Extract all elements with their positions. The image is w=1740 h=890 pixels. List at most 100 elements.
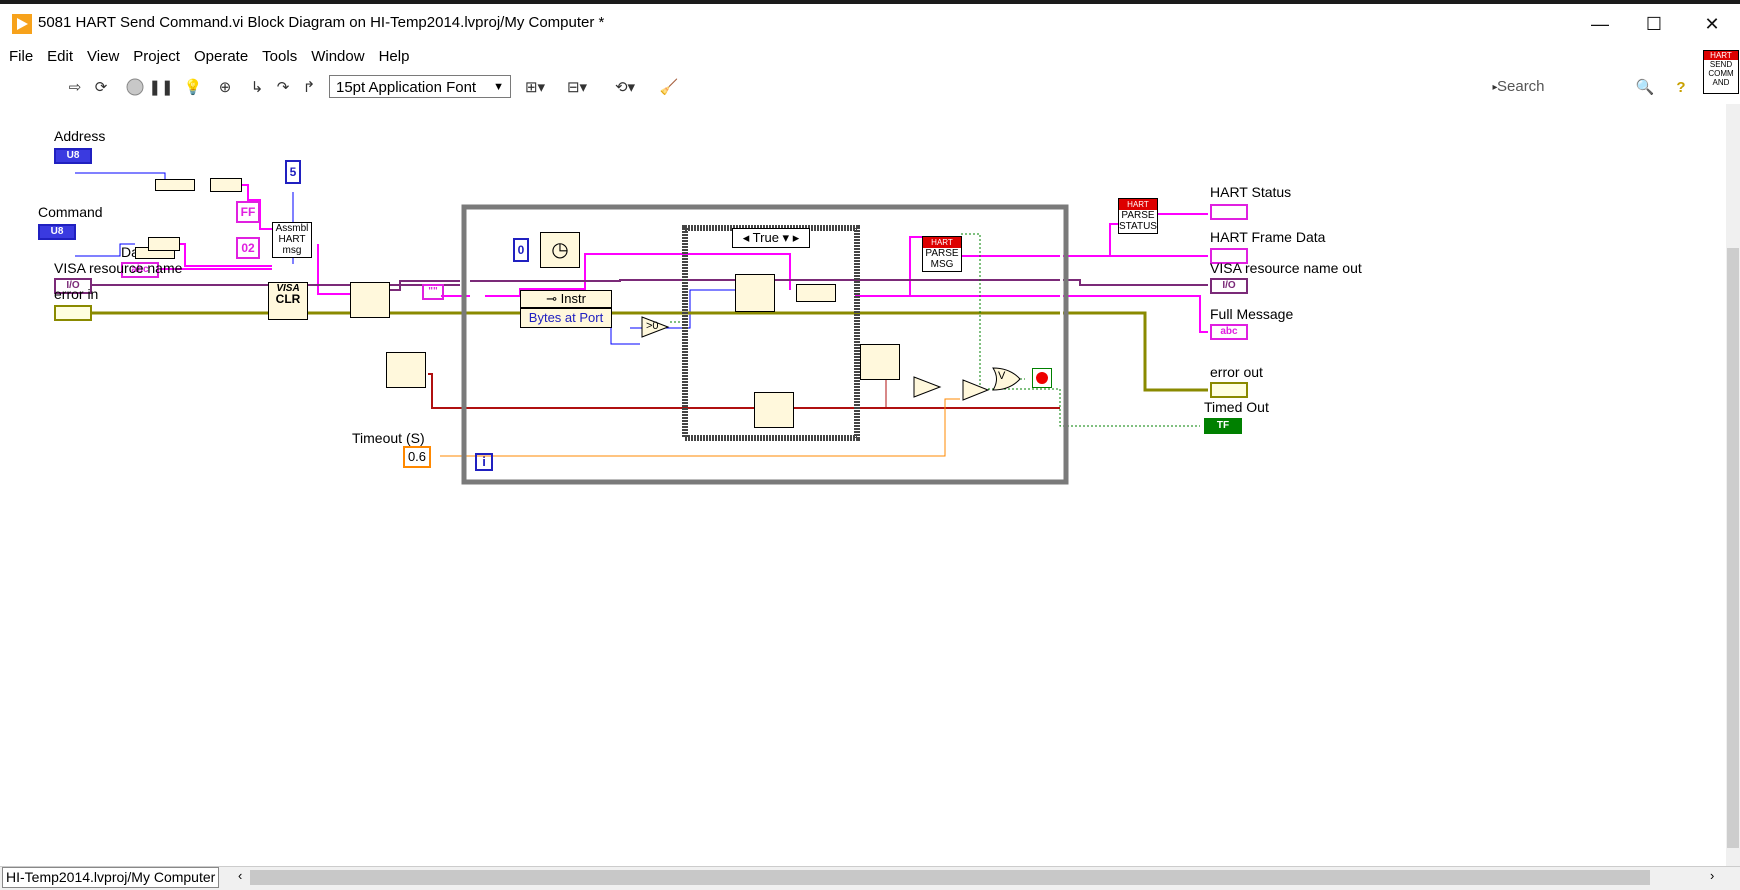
context-help-icon[interactable]: ? [1676,78,1686,96]
concatenate-strings-node[interactable] [796,284,836,302]
block-diagram-canvas[interactable]: Address U8 Command U8 Data abc VISA reso… [0,104,1726,866]
timed-out-indicator[interactable]: TF [1204,418,1242,434]
full-message-indicator[interactable]: abc [1210,324,1248,340]
hart-status-indicator[interactable] [1210,204,1248,220]
menu-edit[interactable]: Edit [47,48,74,65]
title-bar [0,0,1740,46]
address-terminal[interactable]: U8 [54,148,92,164]
chevron-down-icon: ▾ [782,230,790,245]
tick-count-node-2[interactable] [860,344,900,380]
timeout-constant[interactable]: 0.6 [403,446,431,468]
visa-resource-label: VISA resource name [54,260,183,276]
property-node-instr[interactable]: ⊸ Instr [520,290,612,308]
error-in-terminal[interactable] [54,305,92,321]
vi-icon-line: COMM [1708,69,1734,78]
loop-stop-terminal[interactable] [1032,368,1052,388]
empty-string-constant[interactable]: "" [422,284,444,300]
step-into-icon[interactable]: ↳ [250,79,264,96]
clock-icon: ◷ [551,239,569,261]
pause-icon[interactable]: ❚❚ [148,79,174,96]
minimize-button[interactable]: — [1591,13,1609,34]
vertical-scroll-thumb[interactable] [1727,248,1739,848]
highlight-execution-icon[interactable]: 💡 [183,79,203,96]
increment-case-icon: ▸ [792,230,800,245]
vi-icon-line: AND [1712,78,1730,87]
font-select-value: 15pt Application Font [336,79,477,96]
assemble-hart-msg-subvi[interactable]: Assmbl HART msg [272,222,312,258]
visa-resource-terminal[interactable]: I/O [54,278,92,294]
font-select[interactable]: 15pt Application Font ▼ [329,75,511,98]
distribute-objects-icon[interactable]: ⊟▾ [566,79,588,96]
search-icon[interactable]: 🔍 [1635,79,1655,96]
maximize-button[interactable]: ☐ [1645,13,1663,34]
command-terminal[interactable]: U8 [38,224,76,240]
tick-count-node[interactable] [386,352,426,388]
vi-icon-line: SEND [1709,60,1733,69]
menu-project[interactable]: Project [133,48,180,65]
scroll-right-icon[interactable]: › [1710,868,1715,883]
menu-window[interactable]: Window [311,48,365,65]
decrement-case-icon: ◂ [742,230,750,245]
align-objects-icon[interactable]: ⊞▾ [524,79,546,96]
wait-ms-node[interactable]: ◷ [540,232,580,268]
cleanup-diagram-icon[interactable]: 🧹 [659,79,679,96]
instr-label: Instr [560,291,586,306]
horizontal-scroll-thumb[interactable] [250,870,1650,885]
property-bytes-at-port[interactable]: Bytes at Port [520,308,612,328]
abort-icon[interactable] [124,76,146,98]
error-out-indicator[interactable] [1210,382,1248,398]
full-message-label: Full Message [1210,306,1294,322]
visa-clr-text: CLR [275,292,301,306]
five-numeric-constant[interactable]: 5 [285,160,301,184]
run-continuously-icon[interactable]: ⟳ [94,79,108,96]
step-out-icon[interactable]: ↱ [302,79,316,96]
data-terminal[interactable]: abc [121,262,159,278]
zero-numeric-constant[interactable]: 0 [513,238,529,262]
visa-resource-out-label: VISA resource name out [1210,260,1362,276]
ff-string-constant[interactable]: FF [236,201,260,223]
window-title: 5081 HART Send Command.vi Block Diagram … [38,14,605,31]
parse-msg-subvi[interactable]: HART PARSE MSG [922,236,962,272]
retain-wire-values-icon[interactable]: ⊕ [218,79,232,96]
menu-view[interactable]: View [87,48,120,65]
menu-file[interactable]: File [9,48,34,65]
search-expand-icon[interactable]: ▸ [1492,81,1498,93]
run-arrow-icon[interactable]: ⇨ [68,79,82,96]
type-cast-node[interactable] [148,237,180,251]
parse-status-text: PARSE STATUS [1119,210,1157,232]
project-path: HI-Temp2014.lvproj/My Computer [2,867,220,888]
parse-msg-text: PARSE MSG [925,248,959,270]
timeout-label: Timeout (S) [352,430,425,446]
to-u8-conversion[interactable] [155,179,195,191]
tick-count-node-inner[interactable] [754,392,794,428]
02-string-constant[interactable]: 02 [236,237,260,259]
address-label: Address [54,128,106,144]
menu-help[interactable]: Help [378,48,410,65]
while-loop-border [461,204,1069,485]
reorder-icon[interactable]: ⟲▾ [614,79,636,96]
scroll-left-icon[interactable]: ‹ [238,868,243,883]
visa-resource-out-indicator[interactable]: I/O [1210,278,1248,294]
type-cast-node[interactable] [210,178,242,192]
search-input[interactable]: Search [1497,78,1545,95]
error-in-label: error in [54,286,99,302]
toolbar: ⇨ ⟳ ❚❚ 💡 ⊕ ↳ ↷ ↱ ⊞▾ ⊟▾ ⟲▾ 🧹 ▸ 🔍 ? [0,70,1700,104]
parse-status-subvi[interactable]: HART PARSE STATUS [1118,198,1158,234]
menu-tools[interactable]: Tools [262,48,298,65]
case-selector[interactable]: ◂ True ▾ ▸ [732,228,810,248]
vi-icon[interactable]: HART SEND COMM AND [1703,50,1739,94]
visa-clear-node[interactable]: VISA CLR [268,282,308,320]
hart-status-label: HART Status [1210,184,1292,200]
command-label: Command [38,204,103,220]
close-button[interactable]: ✕ [1704,13,1720,34]
menu-operate[interactable]: Operate [193,48,249,65]
visa-read-node[interactable] [735,274,775,312]
iteration-terminal: i [475,453,493,471]
stop-icon [1036,372,1048,384]
key-icon: ⊸ [546,291,557,306]
step-over-icon[interactable]: ↷ [276,79,290,96]
parse-status-header: HART [1119,199,1157,210]
visa-write-node[interactable] [350,282,390,318]
timed-out-label: Timed Out [1204,399,1269,415]
hart-frame-data-indicator[interactable] [1210,248,1248,264]
